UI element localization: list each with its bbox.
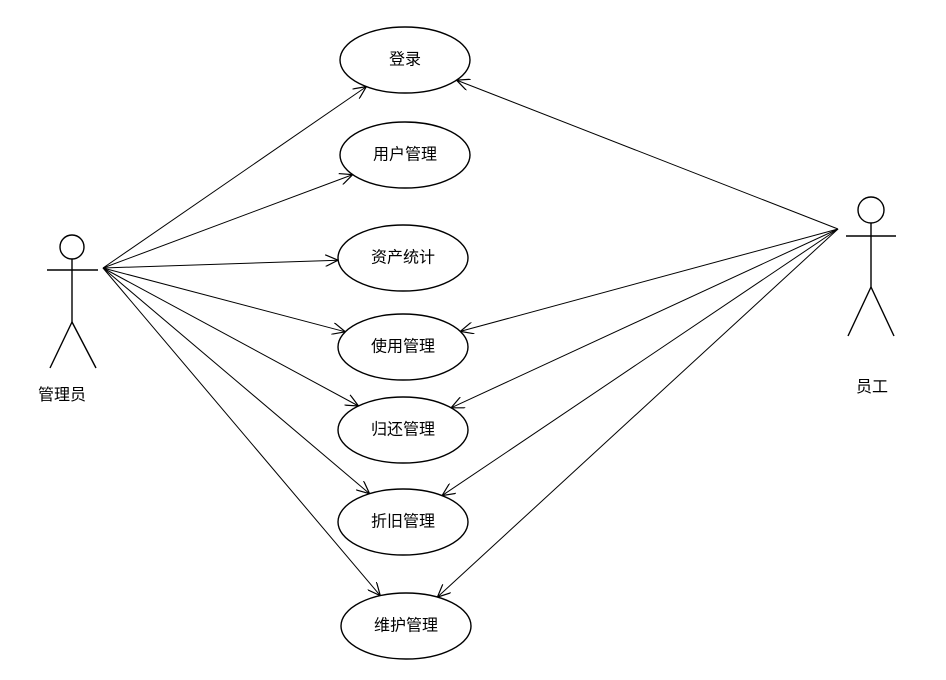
associations-layer (102, 80, 839, 597)
association-staff-to-return_mgmt (451, 228, 839, 408)
use-case-login-shape (339, 26, 471, 94)
actor-admin-left-leg (49, 321, 73, 369)
association-staff-to-login (457, 80, 839, 230)
association-admin-to-depreciation_mgmt (102, 267, 370, 494)
use-case-maintenance-management-label: 维护管理 (374, 616, 438, 635)
use-case-user-management-shape (339, 121, 471, 189)
association-admin-to-login (102, 87, 366, 269)
use-case-user-management-label: 用户管理 (373, 145, 437, 164)
use-case-maintenance-management[interactable]: 维护管理 (340, 592, 472, 660)
use-case-usage-management-shape (337, 313, 469, 381)
actor-staff-left-leg (847, 286, 872, 337)
actor-admin-right-leg (71, 321, 97, 369)
use-case-depreciation-management-shape (337, 488, 469, 556)
association-admin-to-usage_mgmt (102, 267, 345, 332)
actor-admin-head (59, 234, 85, 260)
use-case-depreciation-management-label: 折旧管理 (371, 512, 435, 531)
use-case-asset-statistics-shape (337, 224, 469, 292)
actor-staff-right-leg (870, 286, 895, 337)
association-admin-to-asset_stats (102, 260, 338, 269)
association-staff-to-maintenance_mgmt (437, 228, 839, 597)
use-case-return-management-shape (337, 396, 469, 464)
use-case-login-label: 登录 (389, 50, 421, 69)
use-case-usage-management-label: 使用管理 (371, 337, 435, 356)
actor-admin-label: 管理员 (38, 385, 86, 404)
use-case-asset-statistics-label: 资产统计 (371, 248, 435, 267)
association-staff-to-depreciation_mgmt (442, 228, 839, 496)
use-case-maintenance-management-shape (340, 592, 472, 660)
actor-staff-head (857, 196, 885, 224)
association-staff-to-usage_mgmt (460, 228, 839, 331)
association-admin-to-return_mgmt (102, 267, 359, 406)
use-case-user-management[interactable]: 用户管理 (339, 121, 471, 189)
use-case-asset-statistics[interactable]: 资产统计 (337, 224, 469, 292)
use-case-return-management[interactable]: 归还管理 (337, 396, 469, 464)
use-case-return-management-label: 归还管理 (371, 420, 435, 439)
association-admin-to-maintenance_mgmt (102, 267, 380, 596)
use-case-depreciation-management[interactable]: 折旧管理 (337, 488, 469, 556)
association-admin-to-user_mgmt (102, 175, 353, 269)
actor-admin[interactable]: 管理员 (38, 234, 98, 404)
use-case-login[interactable]: 登录 (339, 26, 471, 94)
actor-staff-label: 员工 (856, 377, 888, 396)
actor-staff[interactable]: 员工 (846, 196, 896, 396)
use-case-usage-management[interactable]: 使用管理 (337, 313, 469, 381)
